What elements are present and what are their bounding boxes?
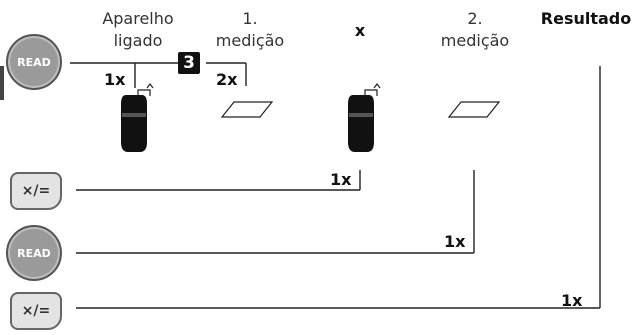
laser-device-icon-1 — [121, 83, 154, 152]
measurement-surface-icon-2 — [447, 101, 501, 118]
multiply-equals-button-2[interactable]: ×/= — [10, 292, 62, 330]
count-power-on: 1x — [104, 70, 126, 89]
edge-marker — [0, 66, 4, 100]
count-multiply-2: 1x — [561, 291, 583, 310]
count-multiply-1: 1x — [330, 170, 352, 189]
step-badge: 3 — [178, 52, 200, 74]
multiply-equals-button-1[interactable]: ×/= — [10, 172, 62, 210]
measurement-surface-icon-1 — [220, 101, 274, 118]
header-second-measurement: 2. medição — [440, 9, 510, 50]
count-read-2: 1x — [444, 232, 466, 251]
count-first-measurement: 2x — [216, 70, 238, 89]
header-power-on: Aparelho ligado — [102, 9, 174, 50]
read-button-1[interactable]: READ — [6, 34, 62, 90]
laser-device-icon-2 — [348, 83, 381, 152]
header-result: Resultado — [540, 9, 632, 28]
header-first-measurement: 1. medição — [215, 9, 285, 50]
read-button-2[interactable]: READ — [6, 225, 62, 281]
header-multiply: x — [354, 21, 366, 40]
